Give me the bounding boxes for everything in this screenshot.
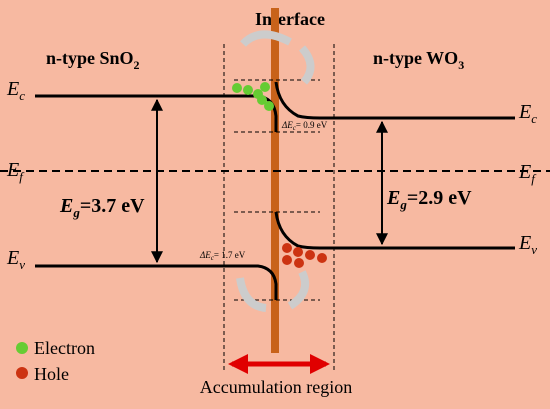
right-ev-label: Ev <box>518 232 537 257</box>
curved-arrow-bottom-right <box>287 270 309 310</box>
hole-dot <box>317 253 327 263</box>
electron-dot <box>232 83 242 93</box>
right-material-label: n-type WO3 <box>373 48 464 72</box>
left-ef-label: Ef <box>6 159 25 184</box>
curved-arrow-top-right <box>298 45 315 85</box>
legend-electron-label: Electron <box>34 338 95 358</box>
left-ec-label: Ec <box>6 78 25 103</box>
delta-ev-label: ΔEc= 1.7 eV <box>199 250 246 262</box>
left-bandgap-label: Eg=3.7 eV <box>59 195 145 220</box>
hole-dot <box>294 258 304 268</box>
electron-dot <box>243 85 253 95</box>
left-material-label: n-type SnO2 <box>46 48 140 72</box>
left-valence-band <box>35 264 278 300</box>
hole-dot <box>282 255 292 265</box>
right-conduction-band <box>274 81 515 120</box>
legend-electron-marker <box>16 342 28 354</box>
electron-dot <box>264 101 274 111</box>
interface-bar <box>271 8 279 353</box>
hole-cluster <box>282 243 327 268</box>
electron-dot <box>260 82 270 92</box>
left-conduction-band <box>35 94 278 132</box>
right-ec-label: Ec <box>518 101 537 126</box>
right-bandgap-label: Eg=2.9 eV <box>386 187 472 212</box>
electron-cluster <box>232 82 274 111</box>
accumulation-region-label: Accumulation region <box>200 377 352 397</box>
interface-title: Interface <box>255 9 325 29</box>
legend-hole-marker <box>16 367 28 379</box>
delta-ec-label: ΔEc= 0.9 eV <box>281 120 328 132</box>
hole-dot <box>305 250 315 260</box>
hole-dot <box>293 247 303 257</box>
electron-dot <box>257 95 267 105</box>
right-ef-label: Ef <box>518 161 537 186</box>
hole-dot <box>282 243 292 253</box>
curved-arrow-bottom-left <box>236 277 267 312</box>
curved-arrow-top-left <box>240 30 292 47</box>
legend-hole-label: Hole <box>34 364 69 384</box>
left-ev-label: Ev <box>6 247 25 272</box>
right-valence-band <box>274 211 515 250</box>
